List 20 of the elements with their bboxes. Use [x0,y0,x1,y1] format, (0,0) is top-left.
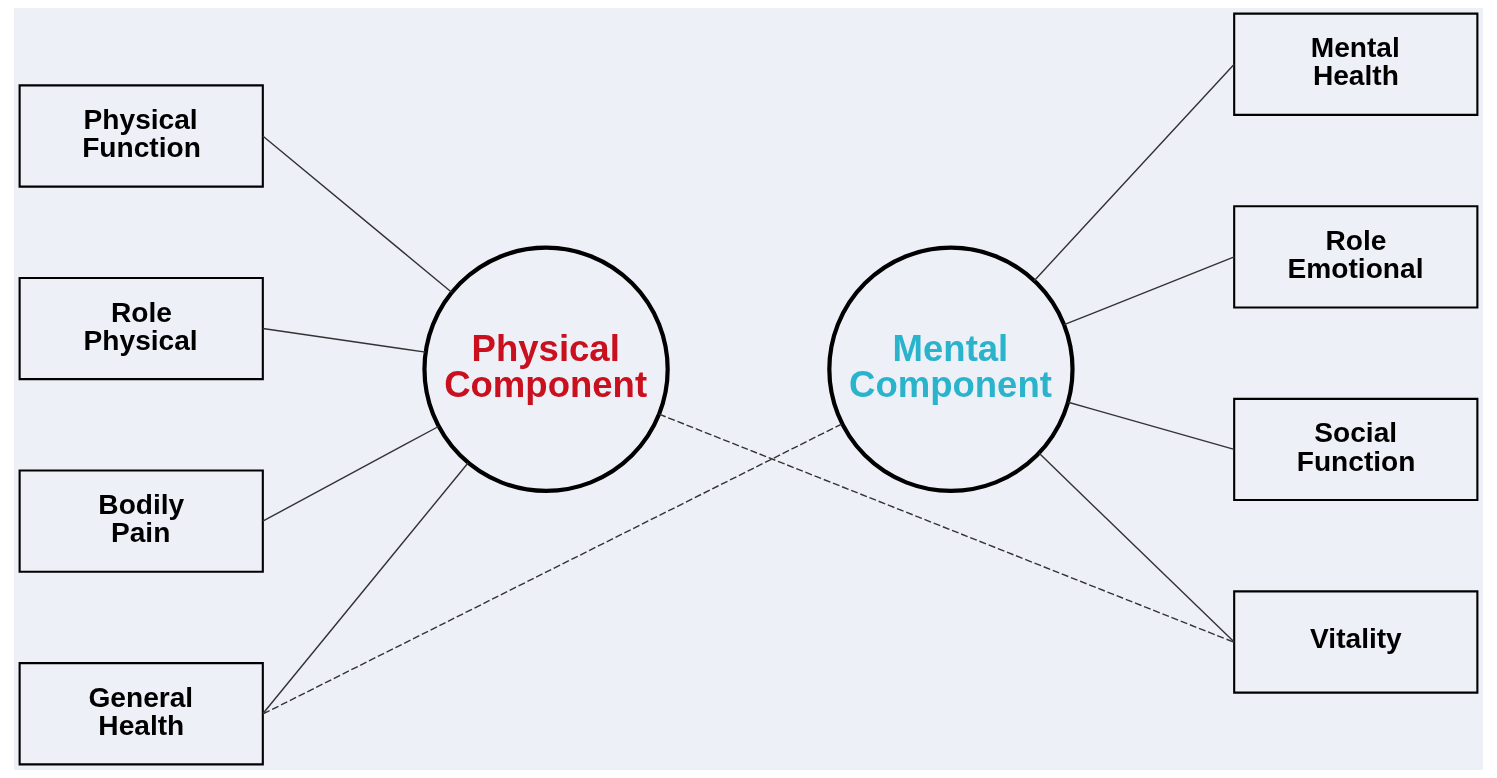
node-box: Physical Function [18,84,264,188]
node-circle: Mental Component [827,245,1075,494]
node-box: Role Physical [18,276,264,381]
node-box: Social Function [1233,397,1479,502]
connector [262,423,843,715]
connector [1063,256,1235,326]
connector [262,462,469,715]
connector [262,135,453,293]
node-box: Role Emotional [1233,205,1479,309]
connector [262,327,427,353]
node-box: General Health [18,662,264,766]
connector [1033,63,1235,282]
connector [262,425,440,522]
node-box: Mental Health [1233,12,1479,116]
node-box: Bodily Pain [18,469,264,573]
node-box: Vitality [1233,590,1479,694]
connector [658,413,1235,643]
connector [1038,452,1235,643]
connector [1067,401,1235,451]
node-circle: Physical Component [422,245,670,494]
